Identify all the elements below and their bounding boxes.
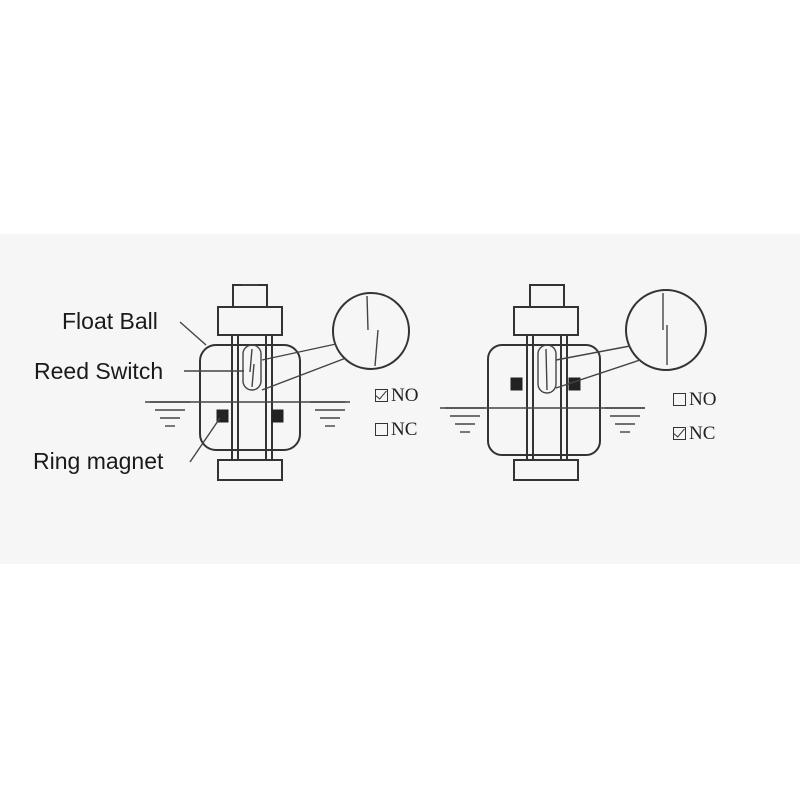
right-nc-checkbox-icon	[673, 427, 686, 440]
left-nc-label: NC	[391, 419, 418, 440]
right-option-no: NO	[673, 390, 716, 409]
right-reed-capsule	[537, 344, 557, 394]
left-float-switch	[145, 284, 410, 481]
left-zoom-circle	[332, 292, 410, 370]
right-bottom-flange	[513, 459, 579, 481]
left-magnet-left	[216, 409, 229, 423]
ring-magnet-label: Ring magnet	[33, 448, 164, 474]
background-band	[0, 234, 800, 564]
right-float-body	[487, 344, 601, 456]
right-nc-label: NC	[689, 423, 716, 444]
left-option-no: NO	[375, 386, 418, 405]
left-float-body	[199, 344, 301, 451]
left-nc-checkbox-icon	[375, 423, 388, 436]
right-magnet-right	[568, 377, 581, 391]
right-magnet-left	[510, 377, 523, 391]
float-ball-label: Float Ball	[62, 308, 158, 334]
right-no-checkbox-icon	[673, 393, 686, 406]
right-float-switch	[440, 284, 707, 481]
left-top-flange	[217, 306, 283, 336]
right-guide-tube	[532, 334, 562, 461]
left-no-checkbox-icon	[375, 389, 388, 402]
right-option-nc: NC	[673, 424, 715, 443]
left-reed-capsule	[242, 344, 262, 391]
left-no-label: NO	[391, 385, 419, 406]
right-stem-top	[529, 284, 565, 308]
right-zoom-circle	[625, 289, 707, 371]
right-no-label: NO	[689, 389, 717, 410]
left-magnet-right	[271, 409, 284, 423]
left-stem-top	[232, 284, 268, 308]
reed-switch-label: Reed Switch	[34, 358, 164, 384]
right-top-flange	[513, 306, 579, 336]
left-option-nc: NC	[375, 420, 417, 439]
left-bottom-flange	[217, 459, 283, 481]
